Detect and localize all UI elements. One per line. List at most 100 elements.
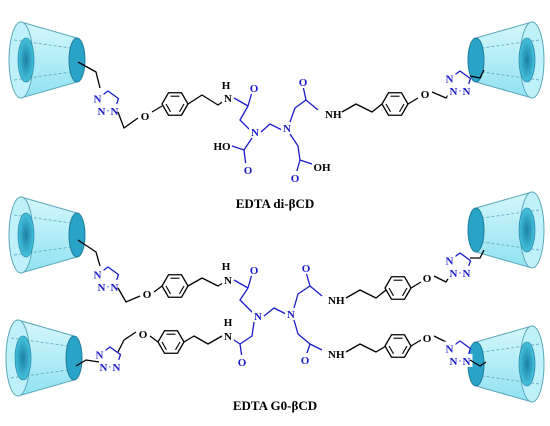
ch2-bul <box>239 287 255 315</box>
triazole-bur-n3: N <box>462 268 470 280</box>
triazole-top-left-n1: N <box>94 94 102 106</box>
ethylene-bottom <box>263 307 287 317</box>
carbonyl-bul <box>247 273 253 289</box>
benzene-top-right-double-bond <box>399 103 405 113</box>
triazole-top-right-n1-mask <box>443 71 456 85</box>
triazole-top-left-n2: N <box>98 106 106 118</box>
triazole-bul-n1: N <box>94 270 102 282</box>
triazole-bur-n1-mask <box>443 253 456 267</box>
acetate-top-left <box>231 137 253 151</box>
linker-bll <box>75 359 100 367</box>
ether-o-top-left: O <box>141 111 150 123</box>
link-bur-ring <box>410 281 422 289</box>
carbonyl-o-bll: O <box>238 357 247 369</box>
benzene-top-right-double-bond <box>385 103 391 113</box>
edta-n-bottom-right-mask <box>285 307 297 320</box>
ch2-bll <box>239 321 255 345</box>
amide-c-blr <box>309 343 323 351</box>
ch2-bur <box>293 285 311 309</box>
amide-h-top-left: H <box>222 80 231 92</box>
triazole-bul-n1-mask <box>91 267 104 281</box>
amide-h-bul: H <box>222 261 231 273</box>
ether-o-bul-mask <box>141 287 153 300</box>
benzene-bur-double-bond <box>402 287 408 297</box>
amide-nh-bur: NH <box>328 295 345 307</box>
triazole-bul-n3: N <box>110 282 118 294</box>
cyclodextrin-bottom-lower-right <box>467 325 545 403</box>
amide-n-bll: N <box>224 331 232 343</box>
benzene-bll-double-bond <box>161 341 167 351</box>
triazole-bul-n3-mask <box>108 279 121 293</box>
edta-n-bottom-right: N <box>287 309 295 321</box>
caption-edta-g0-bcd: EDTA G0-βCD <box>233 398 317 413</box>
ether-o-bll-mask <box>137 327 149 340</box>
amide-n-bll-mask <box>222 329 234 342</box>
edta-n-bottom-left-mask <box>252 309 264 322</box>
triazole-bll-n2-mask <box>97 359 110 373</box>
triazole-top-right-n3-mask <box>460 83 473 97</box>
cyclodextrin-top-right <box>467 21 545 99</box>
benzene-top-right <box>381 92 409 116</box>
triazole-blr-n1-mask <box>443 341 456 355</box>
hydroxyl-top-left: HO <box>213 141 231 153</box>
ch2-blr <box>293 319 311 345</box>
edta-n-top-right: N <box>283 123 291 135</box>
edta-n-bottom-left: N <box>254 311 262 323</box>
ether-o-top-left-mask <box>139 109 151 122</box>
benzene-bul-double-bond <box>179 285 185 295</box>
carbonyl-o-bul: O <box>250 265 259 277</box>
triazole-bll-n3: N <box>112 362 120 374</box>
benzene-bll-double-bond <box>175 341 181 351</box>
benzene-blr-double-bond <box>388 345 394 355</box>
triazole-bll-n1: N <box>96 350 104 362</box>
link-top-right-ring <box>407 97 419 105</box>
triazole-top-left-n2-mask <box>95 103 108 117</box>
edta-n-top-left: N <box>251 127 259 139</box>
cyclodextrin-bottom-upper-right <box>467 191 545 269</box>
link-top-left-ring <box>151 105 163 113</box>
carbonyl-o-bur-mask <box>300 261 312 274</box>
linker-bul <box>77 239 101 267</box>
ether-o-bur-mask <box>421 271 433 284</box>
benzene-blr <box>384 334 412 358</box>
carbonyl-o-top-right: O <box>299 77 308 89</box>
ether-o-top-right: O <box>421 89 430 101</box>
ethyl-blr <box>345 343 387 353</box>
ether-o-top-right-mask <box>419 87 431 100</box>
acid-o-top-left: O <box>244 165 253 177</box>
cyclodextrin-top-left <box>8 21 86 99</box>
triazole-top-right-n1: N <box>446 74 454 86</box>
benzene-bur-double-bond <box>388 287 394 297</box>
triazole-blr-n2-mask <box>447 353 460 367</box>
amide-n-bul: N <box>224 275 232 287</box>
triazole-bul-n2: N <box>98 282 106 294</box>
triazole-top-left-n3: N <box>110 106 118 118</box>
acid-top-right-oh <box>299 159 313 165</box>
triazole-blr-n1: N <box>446 344 454 356</box>
ethylene-top <box>260 123 283 133</box>
acid-o-top-right: O <box>291 173 300 185</box>
ether-o-bur: O <box>423 273 432 285</box>
acid-o-top-left-mask <box>242 163 254 176</box>
carbonyl-o-bll-mask <box>236 355 248 368</box>
triazole-top-left-n3-mask <box>108 103 121 117</box>
carbonyl-o-top-left-mask <box>248 81 260 94</box>
benzene-bul <box>161 274 189 298</box>
triazole-bul-n2-mask <box>95 279 108 293</box>
carbonyl-o-bul-mask <box>248 263 260 276</box>
carbonyl-bur <box>305 271 311 287</box>
cyclodextrin-bottom-lower-left <box>5 319 83 397</box>
triazole-top-right-n2: N <box>450 86 458 98</box>
acetate-top-right <box>289 133 301 161</box>
triazole-blr-n3: N <box>462 356 470 368</box>
link-bll-o <box>117 331 137 353</box>
carbonyl-o-bur: O <box>302 263 311 275</box>
ether-o-blr: O <box>423 333 432 345</box>
triazole-top-right-n3: N <box>462 86 470 98</box>
carbonyl-o-top-left: O <box>250 83 259 95</box>
triazole-bll-n2: N <box>100 362 108 374</box>
amide-n-bul-mask <box>222 273 234 286</box>
triazole-blr-n3-mask <box>460 353 473 367</box>
link-bul-o <box>117 287 141 303</box>
